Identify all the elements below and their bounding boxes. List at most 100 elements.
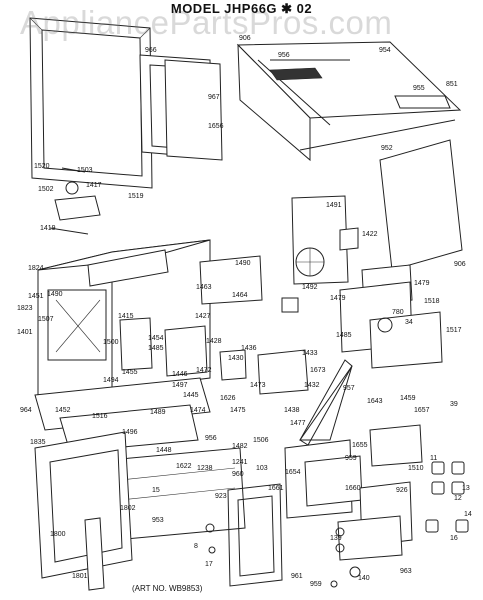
callout-967: 967 [208,94,220,101]
callout-1673: 1673 [310,367,326,374]
callout-1479b: 1479 [414,280,430,287]
callout-906b: 906 [454,261,466,268]
callout-1491: 1491 [326,202,342,209]
callout-1473: 1473 [250,382,266,389]
callout-1241: 1241 [232,459,248,466]
callout-961: 961 [291,573,303,580]
callout-1494: 1494 [103,377,119,384]
callout-1654: 1654 [285,469,301,476]
callout-780: 780 [392,309,404,316]
callout-1622: 1622 [176,463,192,470]
right-side-panels [281,264,443,369]
waveguide-frame [299,359,353,446]
latch-parts [49,167,101,235]
callout-17: 17 [205,561,213,568]
callout-1419: 1419 [40,225,56,232]
outer-cabinet [236,41,463,271]
callout-34: 34 [405,319,413,326]
callout-1490b: 1490 [47,291,63,298]
callout-1430: 1430 [228,355,244,362]
callout-923: 923 [215,493,227,500]
art-number: (ART NO. WB9853) [132,584,203,593]
callout-1503: 1503 [77,167,93,174]
callout-1463: 1463 [196,284,212,291]
callout-1448: 1448 [156,447,172,454]
callout-140: 140 [358,575,370,582]
callout-1492: 1492 [302,284,318,291]
callout-926: 926 [396,487,408,494]
callout-1238: 1238 [197,465,213,472]
callout-1472: 1472 [196,367,212,374]
callout-964: 964 [20,407,32,414]
callout-1661: 1661 [268,485,284,492]
callout-1474: 1474 [190,407,206,414]
fan-bracket-assembly [199,195,359,305]
callout-1428: 1428 [206,338,222,345]
callout-1655: 1655 [352,442,368,449]
callout-1451: 1451 [28,293,44,300]
callout-1502: 1502 [38,186,54,193]
callout-956a: 956 [278,52,290,59]
callout-959: 959 [345,455,357,462]
callout-15: 15 [152,487,160,494]
callout-1507: 1507 [38,316,54,323]
callout-1464: 1464 [232,292,248,299]
callout-960: 960 [232,471,244,478]
callout-1823: 1823 [17,305,33,312]
callout-1485: 1485 [336,332,352,339]
callout-1801: 1801 [72,573,88,580]
callout-8: 8 [194,543,198,550]
callout-1800: 1800 [50,531,66,538]
keypad-buttons [425,461,469,533]
callout-1427: 1427 [195,313,211,320]
callout-906a: 906 [239,35,251,42]
callout-12: 12 [454,495,462,502]
small-hardware [205,523,361,588]
callout-1519: 1519 [128,193,144,200]
callout-1422: 1422 [362,231,378,238]
callout-956b: 956 [205,435,217,442]
callout-963: 963 [400,568,412,575]
callout-1520: 1520 [34,163,50,170]
callout-959b: 959 [310,581,322,588]
callout-1643: 1643 [367,398,383,405]
callout-1518: 1518 [424,298,440,305]
callout-1459: 1459 [400,395,416,402]
callout-1835: 1835 [30,439,46,446]
callout-1660: 1660 [345,485,361,492]
door-frame-assembly [29,17,223,189]
callout-1485b: 1485 [148,345,164,352]
callout-851: 851 [446,81,458,88]
callout-1490: 1490 [235,260,251,267]
magnetron-transformer [119,317,309,395]
callout-11: 11 [430,455,437,462]
callout-1438: 1438 [284,407,300,414]
callout-955: 955 [413,85,425,92]
callout-1452: 1452 [55,407,71,414]
callout-1445: 1445 [183,392,199,399]
callout-1401: 1401 [17,329,33,336]
callout-1489: 1489 [150,409,166,416]
callout-1436: 1436 [241,345,257,352]
page-title: MODEL JHP66G ✱ 02 [170,1,313,16]
watermark-logo: AppliancePartsPros.com [20,4,393,41]
callout-1433: 1433 [302,350,318,357]
callout-952: 952 [381,145,393,152]
callout-1657: 1657 [414,407,430,414]
base-tray [34,377,246,541]
control-panel-area [284,424,423,561]
callout-16: 16 [450,535,458,542]
callout-1517: 1517 [446,327,462,334]
callout-1417: 1417 [86,182,102,189]
door-inner-frame [227,483,283,587]
callout-39: 39 [450,401,458,408]
callout-1415: 1415 [118,313,134,320]
callout-1454: 1454 [148,335,164,342]
callout-953: 953 [152,517,164,524]
callout-1802: 1802 [120,505,136,512]
callout-1479a: 1479 [330,295,346,302]
callout-1477: 1477 [290,420,306,427]
callout-1824: 1824 [28,265,44,272]
callout-966: 966 [145,47,157,54]
